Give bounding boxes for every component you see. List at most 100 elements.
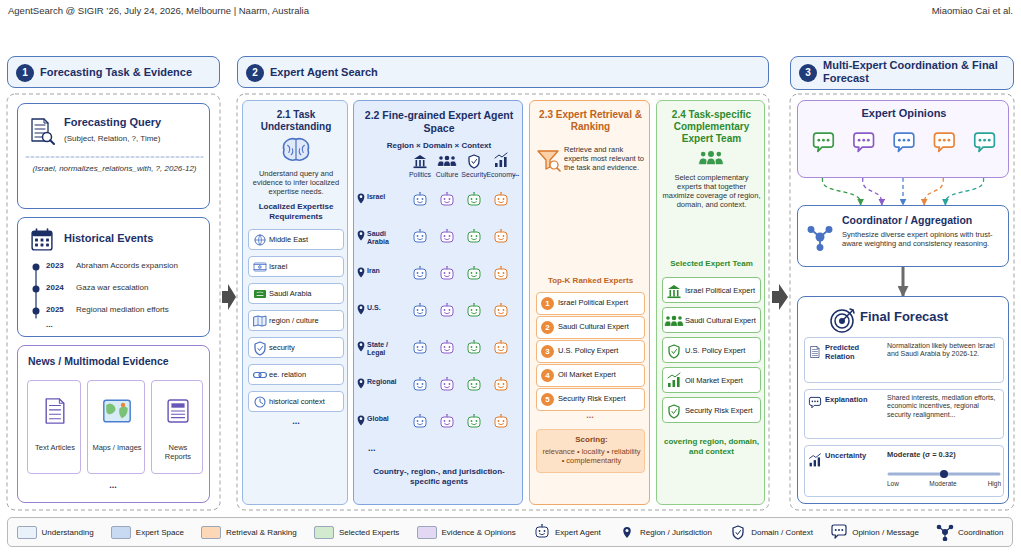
legend-text: Retrieval & Ranking [226,528,297,537]
legend-item: Retrieval & Ranking [201,526,297,539]
node-text: Global [367,415,407,423]
node-text: Maps / Images [91,443,143,452]
ranked-expert: 5Security Risk Expert [536,388,645,411]
node-text: ... [283,416,309,427]
legend-item: Evidence & Opinions [417,526,516,539]
header-label: AgentSearch @ SIGIR ’26, July 24, 2026, … [8,5,608,16]
node-text: region / culture [269,316,343,325]
opinion-arrow [902,178,903,205]
node-text: Moderate (σ = 0.32) [887,450,1001,459]
node-text: Country-, region-, and jurisdiction-spec… [359,467,519,486]
stage-column: 2.4 Task-specific Complementary Expert T… [656,100,765,505]
node-icon [354,101,522,504]
node-text: Forecasting Query [64,116,204,129]
node-text: Oil Market Expert [558,370,645,379]
region-frame [790,94,1014,510]
node-text: U.S. Policy Expert [685,346,759,355]
evidence-card: Historical Events2023Abraham Accords exp… [17,217,210,337]
node-text: 3 [799,64,817,82]
node-text: Multi-Expert Coordination & Final Foreca… [823,59,1011,85]
node-text: Expert Opinions [802,107,1006,120]
legend-item: Selected Experts [314,526,399,539]
forecast-field: Explanation Shared interests, mediation e… [804,389,1004,439]
node-text: Forecasting Task & Evidence [40,66,218,79]
node-text: Historical Events [64,232,204,245]
legend-text: Understanding [42,528,94,537]
node-text: ... [368,443,392,454]
node-text: Explanation [825,395,883,404]
selected-expert: Israel Political Expert [662,277,761,303]
evidence-type-box: News Reports [151,380,203,474]
node-text: Expert Agent Search [270,66,750,79]
flow-arrow [902,267,905,296]
node-text: Text Articles [31,443,79,452]
node-text: Shared interests, mediation efforts, eco… [887,394,1001,419]
forecast-box: Final ForecastPredicted RelationNormaliz… [797,296,1009,504]
legend-text: Expert Agent [555,528,601,537]
legend-item: Understanding [17,526,94,539]
selected-expert: U.S. Policy Expert [662,337,761,363]
stage-column: 2.3 Expert Retrieval & RankingRetrieve a… [529,100,650,505]
node-icon [88,381,144,473]
header-label: Miaomiao Cai et al. [700,5,1013,16]
legend-text: Selected Experts [339,528,399,537]
node-text: Gaza war escalation [76,283,206,293]
node-text: 2023 [46,261,74,271]
selected-expert: Security Risk Expert [662,397,761,423]
scoring-box: Scoring:relevance • locality • reliabili… [536,429,645,473]
legend-item: Expert Agent [533,523,601,541]
node-text: Retrieve and rank experts most relevant … [564,145,646,172]
node-text: 2.1 Task Understanding [247,109,345,133]
node-text: 5 [541,393,554,406]
legend-bar: Understanding Expert Space Retrieval & Ran… [7,517,1013,547]
legend-swatch [201,526,221,539]
requirement-chip: security [248,337,344,358]
node-text: Uncertainty [825,451,883,460]
node-text: Iran [367,267,407,275]
node-text: Security [458,171,490,179]
requirement-chip: Middle East [248,229,344,250]
node-text: ... [46,320,70,330]
node-text: Security Risk Expert [685,406,759,415]
node-text: 2.4 Task-specific Complementary Expert T… [661,109,762,145]
ranked-expert: 2Saudi Cultural Expert [536,316,645,339]
selected-expert: Saudi Cultural Expert [662,307,761,333]
evidence-type-box: Maps / Images [87,380,145,474]
node-text: Top-K Ranked Experts [534,276,647,286]
node-text: covering region, domain, and context [662,437,761,456]
legend-item: Region / Jurisdiction [618,523,712,541]
legend-text: Coordination [958,528,1003,537]
node-text: ... [575,410,605,421]
legend-text: Expert Space [136,528,184,537]
requirement-chip: ee. relation [248,364,344,385]
node-text: U.S. Policy Expert [558,346,645,355]
node-text: Culture [431,171,463,179]
legend-swatch [417,526,437,539]
node-text: Select complementary experts that togeth… [662,173,761,209]
node-text: Saudi Arabia [367,230,407,247]
coordinator-box: Coordinator / AggregationSynthesize dive… [797,205,1009,267]
node-text: Saudi Cultural Expert [558,322,645,331]
node-text: Middle East [269,235,343,244]
legend-item: Coordination [936,523,1003,541]
node-text: Economy [485,171,517,179]
node-text: Normalization likely between Israel and … [887,342,1001,359]
node-text: Coordinator / Aggregation [842,214,1004,227]
node-text: Final Forecast [860,309,1000,325]
node-text: 3 [541,345,554,358]
node-text: Region × Domain × Context [359,141,519,151]
legend-symbol [936,523,954,541]
flow-arrow [772,284,788,310]
requirement-chip: historical context [248,391,344,412]
legend-text: Evidence & Opinions [442,528,516,537]
node-text: Saudi Arabia [269,289,343,298]
legend-symbol [618,523,636,541]
section-header: 3 Multi-Expert Coordination & Final Forec… [790,56,1014,90]
node-text: Regional mediation efforts [76,305,206,315]
node-text: ee. relation [269,370,343,379]
legend-item: Opinion / Message [830,523,919,541]
legend-swatch [111,526,131,539]
ranked-expert: 4Oil Market Expert [536,364,645,387]
legend-symbol [830,523,848,541]
legend-text: Domain / Context [751,528,813,537]
